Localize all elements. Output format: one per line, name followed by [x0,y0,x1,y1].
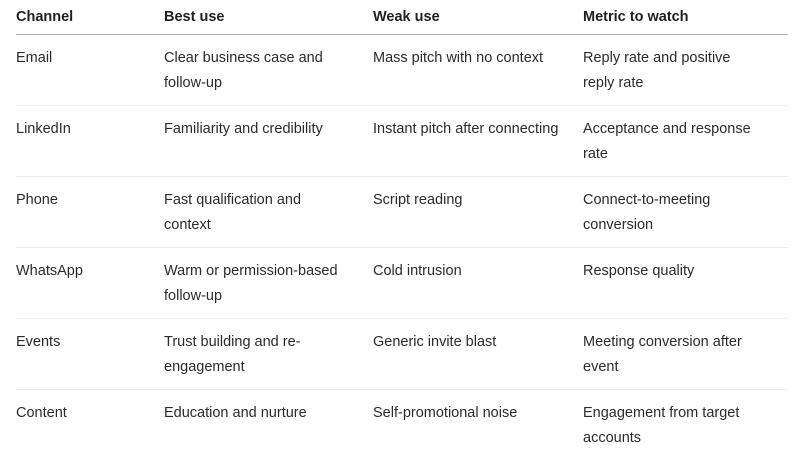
table-row-phone: Phone Fast qualification and context Scr… [16,176,788,248]
table-row-events: Events Trust building and re-engagement … [16,318,788,390]
cell-weak-use: Generic invite blast [373,318,583,390]
cell-best-use: Fast qualification and context [164,176,373,248]
header-weak-use: Weak use [373,0,583,35]
cell-best-use: Education and nurture [164,405,307,421]
cell-channel: Content [16,405,67,421]
table-header-row: Channel Best use Weak use Metric to watc… [16,0,788,35]
table-row-linkedin: LinkedIn Familiarity and credibility Ins… [16,105,788,177]
table-row-whatsapp: WhatsApp Warm or permission-based follow… [16,247,788,319]
cell-channel: Events [16,318,164,390]
cell-weak-use: Mass pitch with no context [373,34,583,106]
cell-metric: Meeting conversion after event [583,318,788,390]
cell-channel: Phone [16,176,164,248]
cell-best-use: Familiarity and credibility [164,105,373,177]
cell-metric: Connect-to-meeting conversion [583,176,788,248]
cell-weak-use: Script reading [373,176,583,248]
cell-best-use: Clear business case and follow-up [164,34,373,106]
cell-metric: Engagement from target accounts [583,405,740,446]
cell-weak-use: Instant pitch after connecting [373,105,583,177]
cell-best-use: Trust building and re-engagement [164,318,373,390]
cell-channel: WhatsApp [16,247,164,319]
cell-metric: Acceptance and response rate [583,105,788,177]
table-row-content: Content Education and nurture Self-promo… [16,390,788,450]
cell-metric: Response quality [583,247,788,319]
header-metric: Metric to watch [583,0,788,35]
table-row-email: Email Clear business case and follow-up … [16,34,788,106]
cell-channel: Email [16,34,164,106]
cell-weak-use: Self-promotional noise [373,405,518,421]
cell-channel: LinkedIn [16,105,164,177]
cell-metric: Reply rate and positive reply rate [583,34,788,106]
header-best-use: Best use [164,0,373,35]
cell-weak-use: Cold intrusion [373,247,583,319]
header-channel: Channel [16,0,164,35]
cell-best-use: Warm or permission-based follow-up [164,247,373,319]
channel-comparison-table: Channel Best use Weak use Metric to watc… [16,0,788,450]
